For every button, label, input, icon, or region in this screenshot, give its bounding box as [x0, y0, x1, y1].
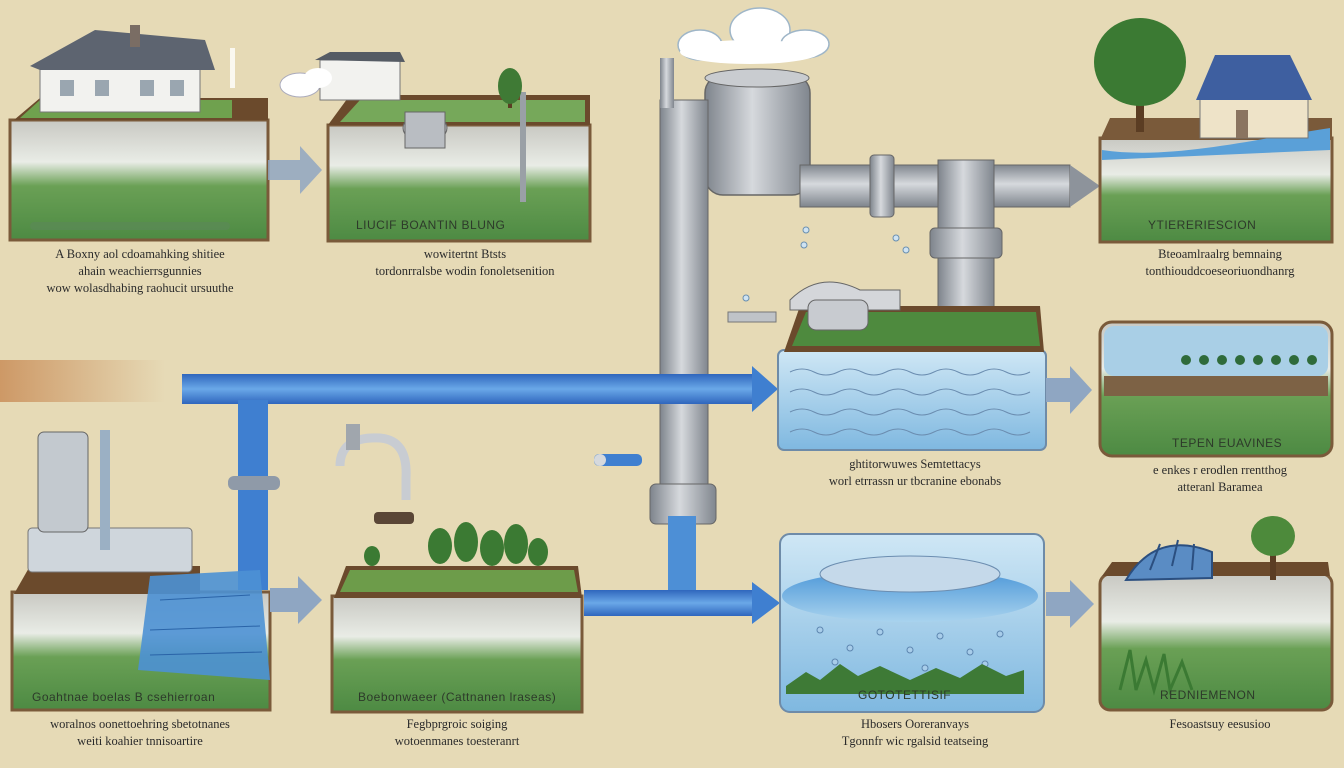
- blue-pipe-lower: [584, 582, 780, 624]
- greenhouse-label: REDNIEMENON: [1160, 688, 1256, 702]
- panel-treatment-plant: [279, 52, 592, 243]
- house-right-label: YTIERERIESCION: [1148, 218, 1257, 232]
- panel-greenhouse: [1098, 516, 1334, 712]
- left-bottom-caption: woralnos oonettoehring sbetotnanes weiti…: [50, 717, 230, 748]
- panel-left-bottom: [10, 430, 272, 712]
- tree-icon: [498, 68, 522, 108]
- vertical-grey-pipe: [649, 58, 717, 596]
- panel-filter-tank: [777, 281, 1047, 451]
- droplet-icon: [742, 226, 910, 302]
- house-icon: [1196, 55, 1312, 139]
- storage-tank-label: GOTOTETTISIF: [858, 688, 952, 702]
- house-left-caption: A Boxny aol cdoamahking shitiee ahain we…: [46, 247, 234, 295]
- blue-pipe-main: [182, 366, 778, 590]
- greenhouse-icon: [1124, 539, 1213, 582]
- panel-house-right: [1094, 18, 1334, 244]
- faucet-icon: [594, 454, 642, 466]
- right-mid-caption: e enkes r erodlen rrentthog atteranl Bar…: [1153, 463, 1287, 494]
- faucet-icon: [335, 424, 414, 524]
- cloud-icon: [677, 7, 830, 64]
- collection-tank: [704, 68, 811, 196]
- treatment-plant-caption: wowitertnt Btsts tordonrralsbe wodin fon…: [375, 247, 555, 278]
- house-right-caption: Bteoamlraalrg bemnaing tonthiouddcoeseor…: [1145, 247, 1295, 278]
- house-icon: [30, 25, 215, 113]
- tree-icon: [1094, 18, 1186, 132]
- right-mid-label: TEPEN EUAVINES: [1172, 436, 1283, 450]
- cloud-icon: [279, 68, 332, 98]
- treatment-plant-label: LIUCIF BOANTIN BLUNG: [356, 218, 506, 232]
- panel-house-left: [8, 25, 270, 242]
- soil-strip: [0, 360, 165, 402]
- tree-icon: [1251, 516, 1295, 580]
- panel-storage-tank: [779, 533, 1045, 713]
- panel-garden: [330, 424, 584, 714]
- horizontal-grey-pipe: [799, 154, 1100, 336]
- filter-tank-caption: ghtitorwuwes Semtettacys worl etrrassn u…: [828, 457, 1002, 488]
- arrow-right-icon: [270, 576, 322, 624]
- garden-caption: Fegbprgroic soiging wotoenmanes toestera…: [394, 717, 520, 748]
- greenhouse-caption: Fesoastsuy eesusioo: [1169, 717, 1271, 731]
- garden-label: Boebonwaeer (Cattnanen lraseas): [358, 690, 557, 704]
- storage-tank-caption: Hbosers Ooreranvays Tgonnfr wic rgalsid …: [841, 717, 989, 748]
- arrow-right-icon: [1046, 366, 1092, 414]
- arrow-right-icon: [268, 146, 322, 194]
- panel-right-mid: [1098, 320, 1334, 458]
- arrow-right-icon: [1046, 580, 1094, 628]
- left-bottom-label: Goahtnae boelas B csehierroan: [32, 690, 216, 704]
